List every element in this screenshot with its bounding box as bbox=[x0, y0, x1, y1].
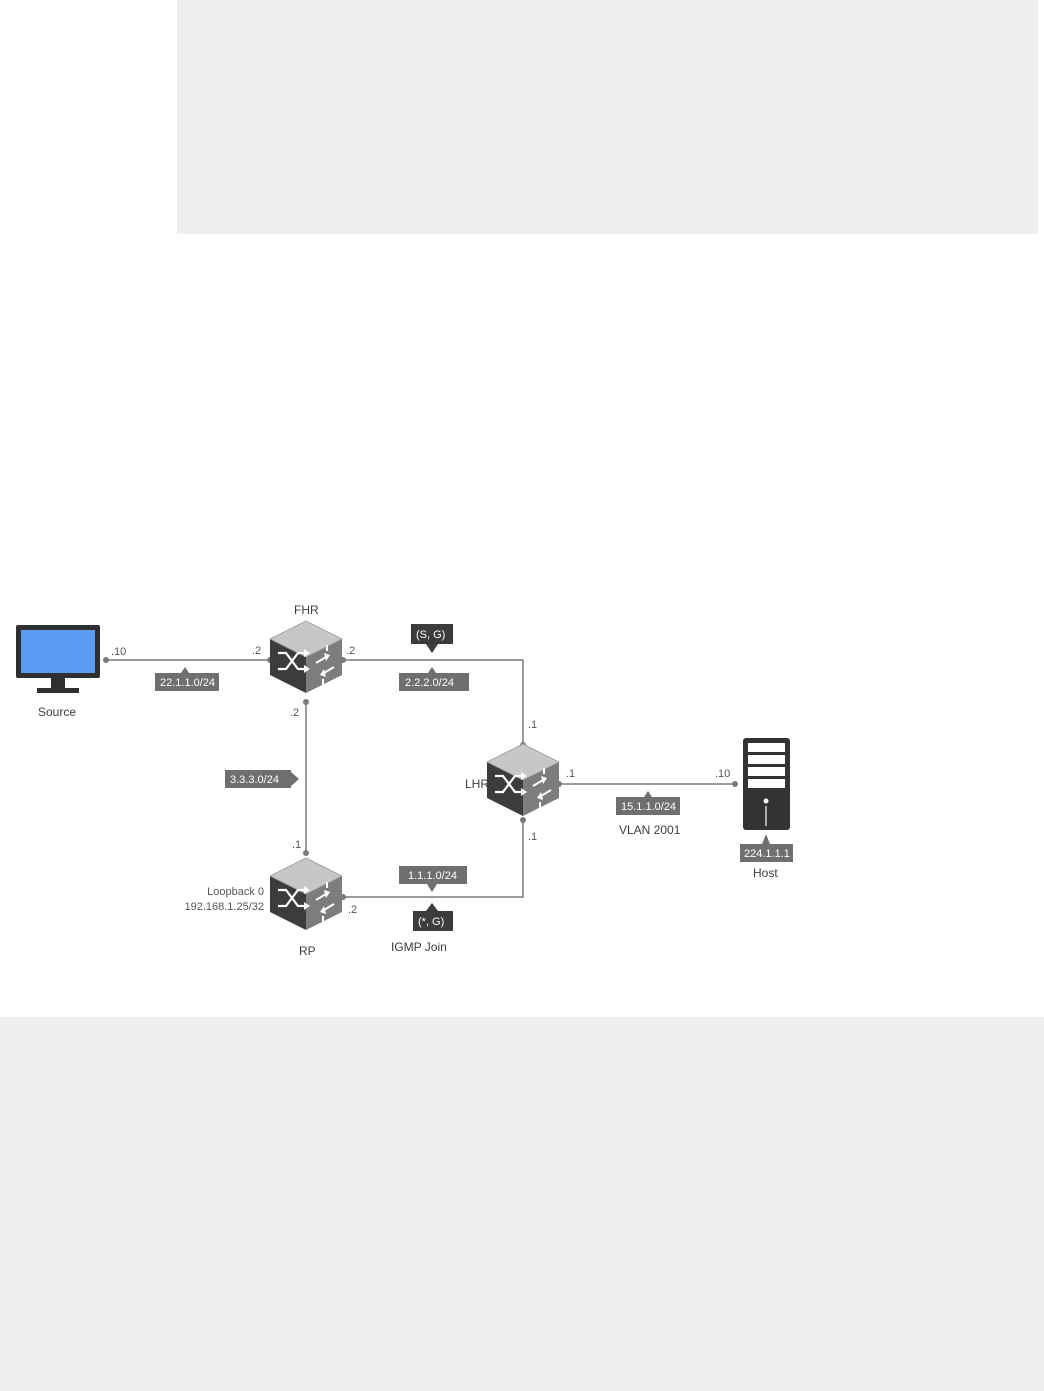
source-computer-icon bbox=[16, 625, 100, 693]
flow-starg-label: (*, G) bbox=[418, 916, 444, 928]
subnet-tag-1: 1.1.1.0/24 bbox=[399, 866, 467, 892]
link-fhr-lhr bbox=[343, 659, 524, 745]
link-endpoints bbox=[103, 657, 738, 900]
lhr-label: LHR bbox=[465, 777, 489, 791]
group-224-label: 224.1.1.1 bbox=[744, 848, 790, 860]
subnet-tag-2: 2.2.2.0/24 bbox=[399, 667, 469, 691]
fhr-ip-source-side: .2 bbox=[252, 645, 261, 657]
links bbox=[106, 659, 735, 898]
lhr-router-icon bbox=[485, 742, 561, 818]
rp-ip-fhr-side: .1 bbox=[292, 839, 301, 851]
link-rp-lhr bbox=[343, 820, 524, 898]
host-server-icon bbox=[743, 738, 790, 830]
lhr-ip-fhr-side: .1 bbox=[528, 719, 537, 731]
fhr-ip-lhr-side: .2 bbox=[346, 645, 355, 657]
flow-tag-starg: (*, G) bbox=[413, 903, 453, 931]
rp-label: RP bbox=[299, 944, 316, 958]
top-gray-panel bbox=[177, 0, 1038, 234]
source-ip-label: .10 bbox=[111, 646, 126, 658]
fhr-router-icon bbox=[268, 619, 344, 695]
subnet-tag-15: 15.1.1.0/24 bbox=[616, 791, 680, 815]
subnet-3-label: 3.3.3.0/24 bbox=[230, 774, 279, 786]
lhr-ip-host-side: .1 bbox=[566, 768, 575, 780]
fhr-ip-rp-side: .2 bbox=[290, 707, 299, 719]
vlan-label: VLAN 2001 bbox=[619, 823, 681, 837]
monitor-screen bbox=[21, 630, 95, 673]
flow-tag-sg: (S, G) bbox=[411, 624, 453, 653]
host-ip-label: .10 bbox=[715, 768, 730, 780]
bottom-gray-panel bbox=[0, 1017, 1044, 1391]
subnet-15-label: 15.1.1.0/24 bbox=[621, 801, 676, 813]
subnet-tag-3: 3.3.3.0/24 bbox=[225, 770, 299, 788]
rp-loopback-ip: 192.168.1.25/32 bbox=[184, 901, 264, 913]
igmp-join-label: IGMP Join bbox=[391, 940, 447, 954]
subnet-1-label: 1.1.1.0/24 bbox=[408, 870, 457, 882]
fhr-label: FHR bbox=[294, 603, 319, 617]
subnet-2-label: 2.2.2.0/24 bbox=[405, 677, 454, 689]
subnet-tag-22: 22.1.1.0/24 bbox=[155, 667, 219, 691]
rp-router-icon bbox=[268, 856, 344, 932]
rp-loopback-name: Loopback 0 bbox=[207, 886, 264, 898]
lhr-ip-rp-side: .1 bbox=[528, 831, 537, 843]
subnet-22-label: 22.1.1.0/24 bbox=[160, 677, 215, 689]
host-label: Host bbox=[753, 866, 778, 880]
source-label: Source bbox=[38, 705, 76, 719]
flow-sg-label: (S, G) bbox=[416, 629, 445, 641]
group-tag-224: 224.1.1.1 bbox=[740, 834, 793, 862]
rp-ip-lhr-side: .2 bbox=[348, 904, 357, 916]
